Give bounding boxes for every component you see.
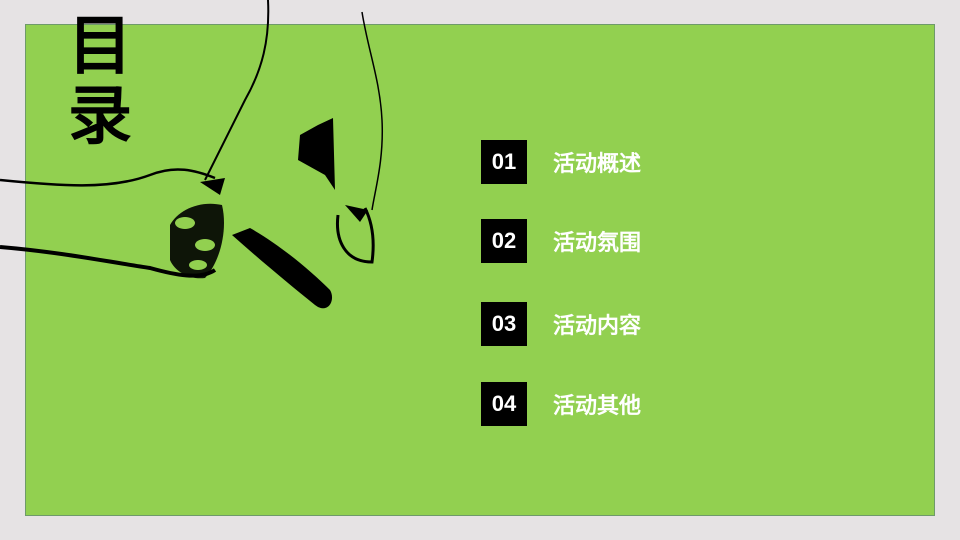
toc-item-3[interactable]: 03 活动内容 (481, 302, 641, 346)
toc-item-label: 活动氛围 (553, 230, 642, 256)
toc-item-4[interactable]: 04 活动其他 (481, 382, 641, 426)
toc-item-label: 活动概述 (553, 151, 642, 177)
toc-item-label: 活动其他 (553, 393, 642, 419)
slide-canvas (25, 24, 935, 516)
toc-number-badge: 04 (481, 382, 527, 426)
title-char-1: 目 (68, 9, 132, 84)
toc-item-1[interactable]: 01 活动概述 (481, 140, 641, 184)
title-char-2: 录 (68, 79, 132, 154)
page-title: 目 录 (68, 12, 138, 152)
toc-item-label: 活动内容 (553, 313, 642, 339)
toc-number-badge: 02 (481, 219, 527, 263)
toc-number-badge: 01 (481, 140, 527, 184)
toc-item-2[interactable]: 02 活动氛围 (481, 219, 641, 263)
toc-number-badge: 03 (481, 302, 527, 346)
